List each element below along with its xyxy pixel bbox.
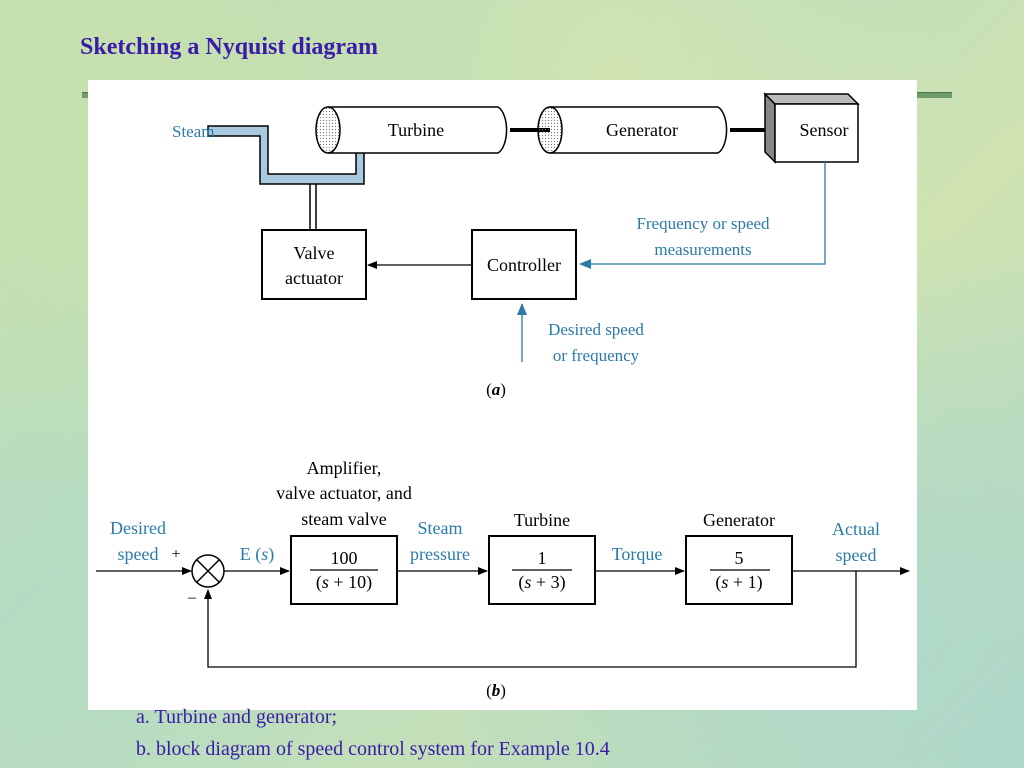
input-line2: speed bbox=[118, 544, 159, 564]
valve-actuator-line1: Valve bbox=[294, 243, 335, 263]
plus-sign: + bbox=[171, 546, 180, 563]
summing-junction bbox=[191, 554, 225, 588]
desired-line2: or frequency bbox=[553, 346, 640, 365]
generator-label: Generator bbox=[606, 120, 678, 140]
output-line2: speed bbox=[836, 545, 877, 565]
generator-cylinder bbox=[537, 106, 728, 154]
amp-title-line2: valve actuator, and bbox=[276, 483, 412, 503]
measurement-line2: measurements bbox=[654, 240, 751, 259]
panel-label-a: (a) bbox=[486, 380, 506, 399]
torque-label: Torque bbox=[612, 544, 663, 564]
output-line1: Actual bbox=[832, 519, 880, 539]
valve-actuator-box bbox=[261, 229, 367, 300]
diagram-b: Desired speed + – E (s) Amplifier, valve… bbox=[96, 458, 910, 700]
input-line1: Desired bbox=[110, 518, 166, 538]
diagram-a: Steam Turbine Generator Sensor Valve act… bbox=[172, 92, 860, 399]
amp-denominator: (s + 10) bbox=[316, 572, 372, 593]
amp-numerator: 100 bbox=[331, 548, 358, 568]
sensor-label: Sensor bbox=[800, 120, 849, 140]
figure-svg: Steam Turbine Generator Sensor Valve act… bbox=[96, 92, 910, 700]
amp-title-line1: Amplifier, bbox=[307, 458, 382, 478]
turbine-label: Turbine bbox=[388, 120, 444, 140]
measurement-feedback-arrow bbox=[579, 162, 826, 269]
sensor-box bbox=[763, 92, 860, 164]
turbine-title: Turbine bbox=[514, 510, 570, 530]
steam-label: Steam bbox=[172, 122, 215, 141]
error-label: E (s) bbox=[240, 544, 275, 565]
valve-actuator-line2: actuator bbox=[285, 268, 343, 288]
turbine-denominator: (s + 3) bbox=[518, 572, 565, 593]
amp-title-line3: steam valve bbox=[301, 509, 386, 529]
generator-numerator: 5 bbox=[735, 548, 744, 568]
minus-sign: – bbox=[187, 589, 197, 606]
desired-line1: Desired speed bbox=[548, 320, 644, 339]
turbine-cylinder bbox=[315, 106, 508, 154]
steam-pressure-line1: Steam bbox=[418, 518, 463, 538]
steam-pressure-line2: pressure bbox=[410, 544, 470, 564]
controller-label: Controller bbox=[487, 255, 561, 275]
panel-label-b: (b) bbox=[486, 681, 506, 700]
caption-line2: b. block diagram of speed control system… bbox=[136, 738, 610, 760]
turbine-numerator: 1 bbox=[538, 548, 547, 568]
measurement-line1: Frequency or speed bbox=[636, 214, 770, 233]
figure-panel: Steam Turbine Generator Sensor Valve act… bbox=[88, 80, 917, 710]
generator-title: Generator bbox=[703, 510, 775, 530]
feedback-path bbox=[204, 571, 857, 668]
caption-line1: a. Turbine and generator; bbox=[136, 706, 338, 728]
slide-title: Sketching a Nyquist diagram bbox=[80, 34, 379, 60]
generator-denominator: (s + 1) bbox=[715, 572, 762, 593]
